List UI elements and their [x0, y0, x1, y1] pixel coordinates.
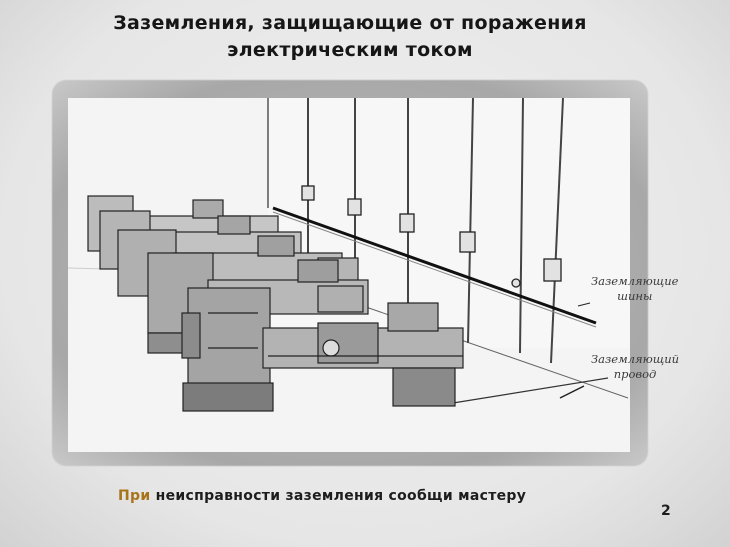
- workshop-drawing: [68, 98, 630, 412]
- grounding-busbar: [272, 206, 597, 325]
- wire-pointer-line: [559, 385, 585, 399]
- wire-label-line-1: Заземляющий: [591, 352, 680, 366]
- grounding-wire: [452, 377, 609, 404]
- page-number: 2: [661, 503, 671, 519]
- footer-rest: неисправности заземления сообщи мастеру: [150, 488, 527, 504]
- busbars-label: Заземляющие шины: [591, 274, 678, 304]
- busbar-pointer-line: [577, 302, 591, 307]
- wire-label-line-2: провод: [613, 367, 657, 381]
- busbars-label-line-2: шины: [617, 289, 653, 303]
- lathe-5: [181, 287, 464, 412]
- footer-first-word: При: [118, 488, 151, 504]
- slide-title: Заземления, защищающие от поражения элек…: [0, 10, 700, 64]
- footer-caption: При неисправности заземления сообщи маст…: [118, 488, 526, 504]
- grounding-busbar-shadow: [272, 211, 597, 328]
- title-line-2: электрическим током: [227, 39, 473, 61]
- wire-label: Заземляющий провод: [591, 352, 679, 382]
- lathe-machines: [87, 195, 464, 412]
- busbars-label-line-1: Заземляющие: [591, 274, 679, 288]
- junction-boxes: [301, 185, 562, 288]
- title-line-1: Заземления, защищающие от поражения: [113, 12, 587, 34]
- lathe-workshop-illustration: [68, 98, 630, 452]
